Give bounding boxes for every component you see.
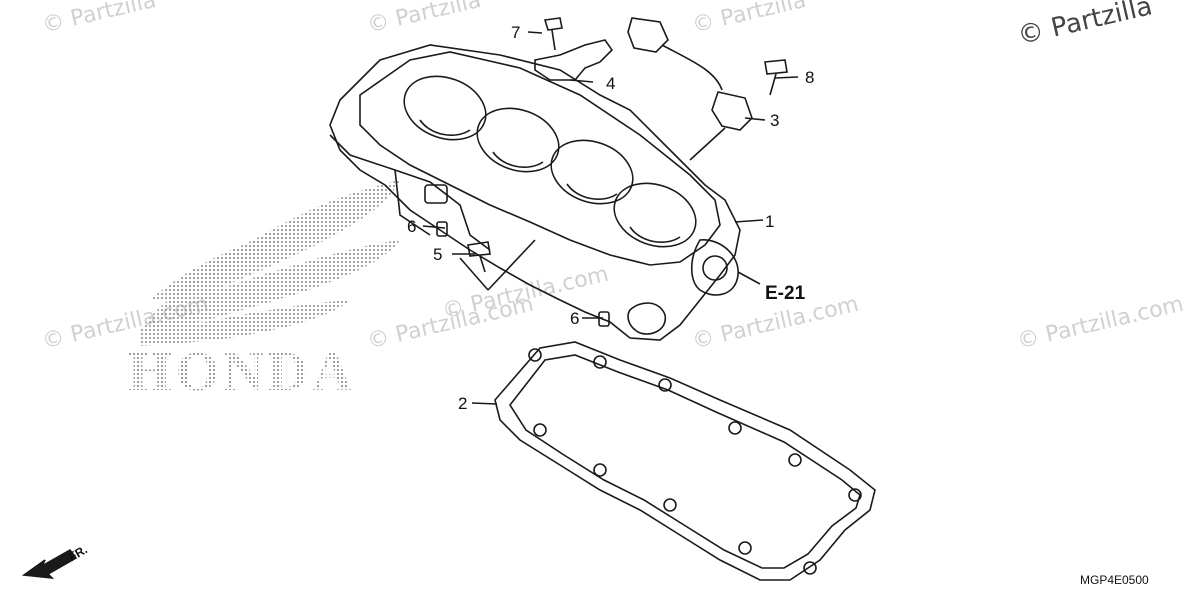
cylinder-gasket	[494, 341, 876, 581]
callout-7: 7	[511, 23, 521, 42]
dowel-pin	[436, 221, 448, 237]
callout-6: 6	[407, 217, 417, 236]
sensor-wire	[661, 44, 723, 91]
diagram-code: MGP4E0500	[1080, 573, 1149, 587]
bolt	[467, 241, 491, 273]
bolt	[543, 17, 563, 51]
sensor-connector	[627, 17, 669, 53]
callout-2: 2	[458, 394, 468, 413]
callout-6: 6	[570, 309, 580, 328]
honda-logo-text: HONDA	[128, 341, 357, 403]
dowel-pin	[598, 311, 610, 327]
cylinder-bore	[613, 182, 697, 248]
callout-5: 5	[433, 245, 443, 264]
front-direction-arrow	[21, 548, 78, 580]
callout-3: 3	[770, 111, 780, 130]
cylinder-block	[329, 44, 741, 341]
callout-1: 1	[765, 212, 775, 231]
cylinder-bore	[550, 139, 634, 205]
bracket	[534, 39, 614, 81]
cylinder-bore	[476, 107, 560, 173]
callout-4: 4	[606, 74, 616, 93]
cylinder-bore	[403, 75, 487, 141]
reference-label: E-21	[765, 283, 806, 304]
callout-8: 8	[805, 68, 815, 87]
sensor-body	[711, 91, 753, 131]
